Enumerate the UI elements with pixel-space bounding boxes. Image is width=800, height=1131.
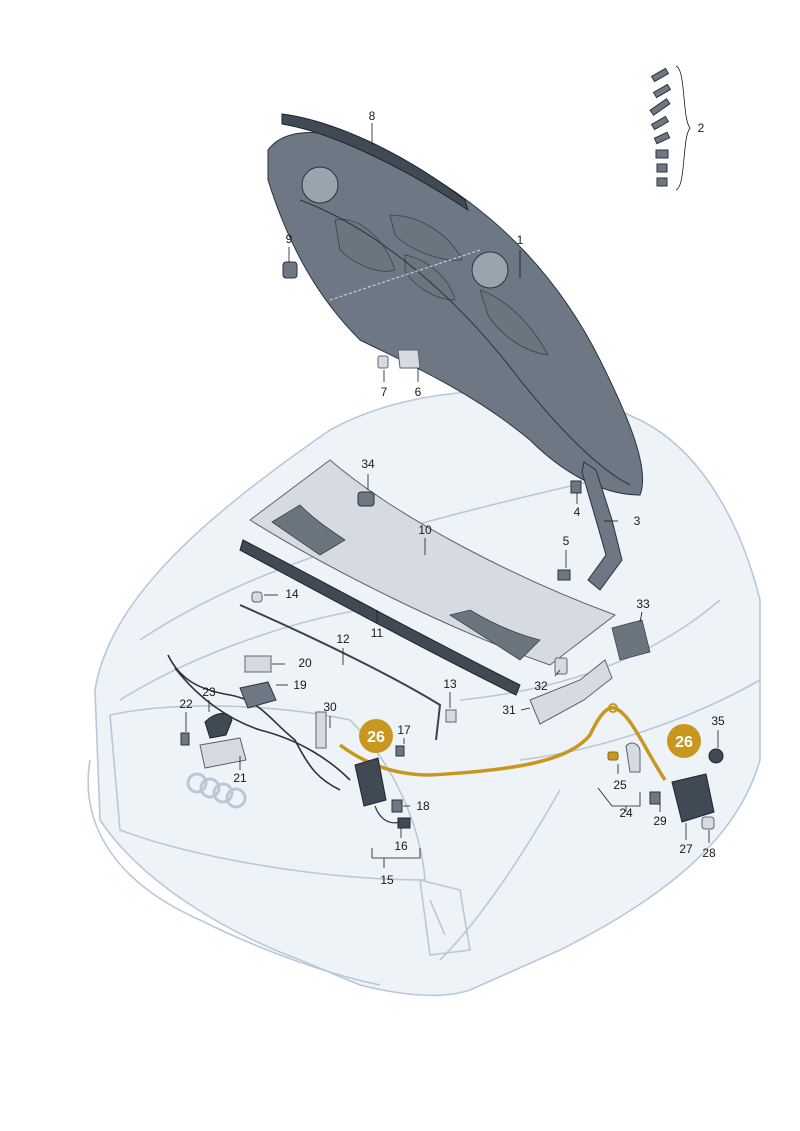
label-17: 17	[397, 723, 411, 737]
label-30: 30	[323, 700, 337, 714]
label-19: 19	[293, 678, 307, 692]
bolt-part-5	[557, 569, 571, 581]
hood-cutout-right	[471, 251, 509, 289]
striker-part-6	[397, 349, 421, 369]
label-11: 11	[371, 626, 384, 640]
badge-26-left: 26	[359, 719, 393, 753]
label-18: 18	[416, 799, 430, 813]
cable-clip-part-20	[244, 655, 272, 673]
clip-part-7	[377, 355, 389, 369]
label-4: 4	[574, 505, 581, 519]
label-16: 16	[394, 839, 408, 853]
label-9: 9	[286, 232, 293, 246]
svg-text:26: 26	[367, 729, 385, 746]
connector-part-16	[397, 817, 411, 829]
grommet-part-35	[708, 748, 724, 764]
grille	[109, 705, 426, 881]
nut-part-4	[570, 480, 582, 494]
label-28: 28	[702, 846, 716, 860]
clip-part-32	[554, 657, 568, 675]
label-20: 20	[298, 656, 312, 670]
buffer-part-34	[357, 491, 375, 507]
label-29: 29	[653, 814, 667, 828]
label-3: 3	[634, 514, 641, 528]
bolt-assortment	[649, 67, 672, 187]
clip-part-14	[251, 591, 263, 603]
label-10: 10	[418, 523, 432, 537]
hood-panel	[267, 132, 644, 496]
car-body-outline	[87, 390, 761, 997]
label-5: 5	[563, 534, 570, 548]
label-14: 14	[285, 587, 299, 601]
leader-lines	[185, 123, 719, 868]
label-32: 32	[534, 679, 548, 693]
svg-text:26: 26	[675, 734, 693, 751]
label-34: 34	[361, 457, 375, 471]
label-27: 27	[679, 842, 693, 856]
label-24: 24	[619, 806, 633, 820]
lock-bracket-part-19	[239, 681, 277, 709]
label-31: 31	[502, 703, 516, 717]
lock-part-21	[199, 737, 247, 769]
label-21: 21	[233, 771, 247, 785]
cowl-panel	[249, 459, 617, 666]
cable-guide-part-30	[315, 711, 327, 749]
label-15: 15	[380, 873, 394, 887]
hood-front-seal	[281, 113, 469, 212]
seal-part-33	[611, 619, 651, 661]
release-cable-left	[167, 654, 351, 791]
release-cable-highlighted	[338, 706, 667, 781]
label-33: 33	[636, 597, 650, 611]
label-2: 2	[698, 121, 705, 135]
bracket-part-31	[529, 659, 613, 725]
label-12: 12	[336, 632, 350, 646]
bracket-group-right	[529, 619, 651, 725]
badge-26-right: 26	[667, 724, 701, 758]
lock-assembly-right	[607, 742, 724, 830]
label-35: 35	[711, 714, 725, 728]
four-rings-logo-icon	[186, 772, 247, 809]
lock-assembly-left	[354, 745, 411, 829]
part-number-labels: 1 2 3 4 5 6 7 8 9 10 11 12 13 14 15 16 1…	[179, 109, 725, 887]
label-23: 23	[202, 685, 216, 699]
label-8: 8	[369, 109, 376, 123]
bracket-part-18	[391, 799, 403, 813]
label-7: 7	[381, 385, 388, 399]
bolt-part-29	[649, 791, 661, 805]
label-1: 1	[517, 233, 524, 247]
hood-lock-part-27	[671, 773, 715, 823]
hood-hinge	[581, 461, 623, 591]
screw-part-22	[180, 732, 190, 746]
pad-part-25	[607, 751, 619, 761]
label-22: 22	[179, 697, 193, 711]
buffer-part-28	[701, 816, 715, 830]
release-lever-part-23	[204, 713, 233, 739]
hood-stay-rod	[239, 604, 442, 741]
cowl-seal-strip	[239, 539, 521, 696]
screw-part-17	[395, 745, 405, 757]
buffer-part-9	[282, 261, 298, 279]
hood-cutout-left	[301, 166, 339, 204]
clip-part-13	[445, 709, 457, 723]
label-25: 25	[613, 778, 627, 792]
label-13: 13	[443, 677, 457, 691]
label-6: 6	[415, 385, 422, 399]
